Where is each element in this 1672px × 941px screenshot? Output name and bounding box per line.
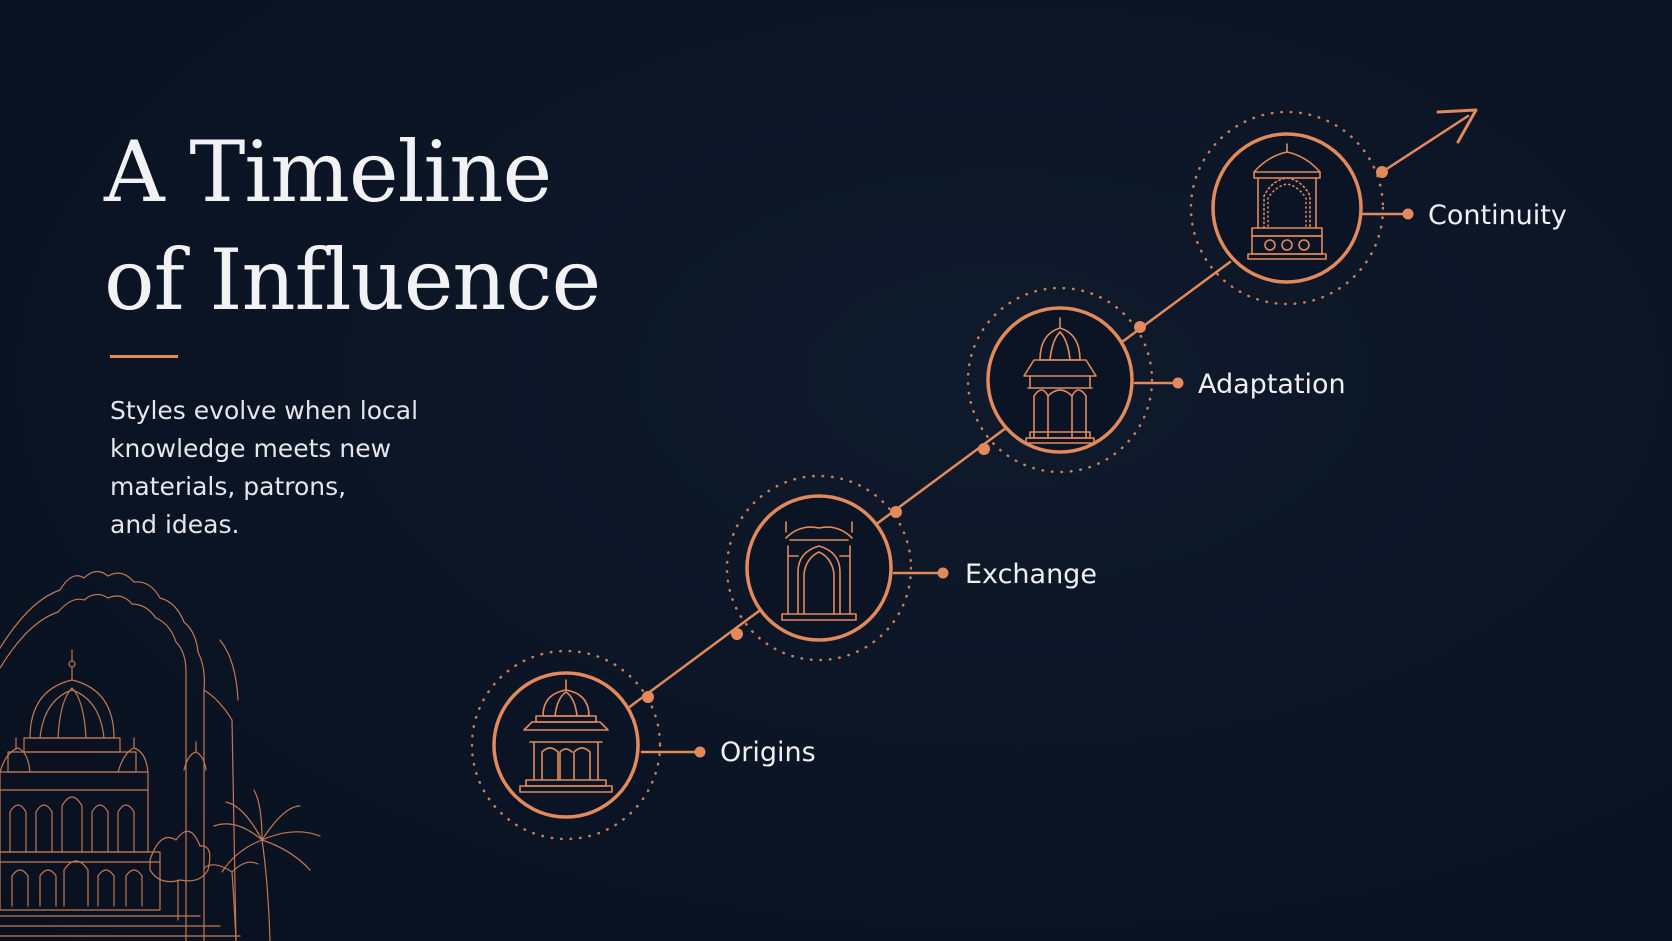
timeline-node — [731, 628, 743, 640]
stage-ring — [986, 306, 1134, 454]
title-line-2: of Influence — [104, 231, 601, 329]
title-accent-rule — [110, 355, 178, 358]
page-title: A Timeline of Influence — [104, 118, 601, 334]
palace-illustration — [0, 570, 321, 941]
stage-exchange: Exchange — [725, 474, 1097, 662]
domed-pavilion-icon — [519, 679, 613, 793]
timeline-node — [1134, 321, 1146, 333]
title-line-1: A Timeline — [104, 123, 552, 221]
timeline-node — [1376, 166, 1388, 178]
stage-label-continuity: Continuity — [1428, 200, 1567, 231]
subtitle-line-4: and ideas. — [110, 510, 240, 539]
stage-connector-dot — [1402, 208, 1414, 220]
stage-origins: Origins — [470, 649, 816, 841]
subtitle-line-1: Styles evolve when local — [110, 396, 419, 425]
stage-connector-dot — [1172, 377, 1184, 389]
chhatri-kiosk-icon — [1023, 317, 1097, 444]
subtitle-line-2: knowledge meets new — [110, 434, 392, 463]
timeline-node — [890, 506, 902, 518]
arched-gateway-icon — [781, 521, 857, 621]
stage-label-exchange: Exchange — [965, 559, 1097, 590]
stage-label-adaptation: Adaptation — [1198, 369, 1346, 400]
subtitle: Styles evolve when local knowledge meets… — [110, 392, 440, 544]
stage-ring — [745, 494, 893, 642]
stage-continuity: Continuity — [1189, 110, 1567, 306]
timeline-node — [978, 443, 990, 455]
stage-dotted-ring — [725, 474, 913, 662]
stage-ring — [1211, 132, 1363, 284]
stage-adaptation: Adaptation — [966, 286, 1346, 474]
stage-connector-dot — [694, 746, 706, 758]
stage-dotted-ring — [470, 649, 662, 841]
subtitle-line-3: materials, patrons, — [110, 472, 347, 501]
stage-dotted-ring — [966, 286, 1154, 474]
timeline-line — [591, 108, 1478, 736]
stage-label-origins: Origins — [720, 737, 816, 768]
timeline-node — [642, 691, 654, 703]
stage-dotted-ring — [1189, 110, 1385, 306]
stage-ring — [492, 671, 640, 819]
timeline-nodes — [642, 166, 1388, 703]
jali-screen-icon — [1247, 143, 1327, 260]
stage-connector-dot — [937, 567, 949, 579]
